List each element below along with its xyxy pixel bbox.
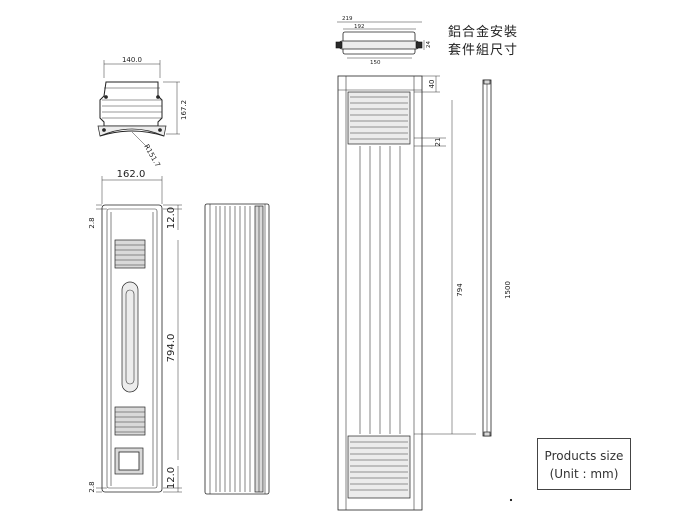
bracket-outer-label: 219 <box>342 16 353 22</box>
column-top-cap-label: 40 <box>428 80 436 89</box>
pole-view: 1500 <box>482 79 512 437</box>
top-view-height-label: 167.2 <box>180 100 188 120</box>
bracket-depth-label: 24 <box>426 41 432 48</box>
products-size-box: Products size (Unit : mm) <box>537 438 631 490</box>
kit-title-line1: 鋁合金安裝 <box>448 24 518 40</box>
kit-title-line2: 套件組尺寸 <box>448 42 518 58</box>
products-size-label: Products size <box>544 449 624 463</box>
top-view: 140.0 167.2 R151.7 <box>97 56 188 169</box>
column-speaker-height-label: 794 <box>456 283 464 297</box>
bracket-base-label: 150 <box>370 60 381 66</box>
top-view-radius-label: R151.7 <box>142 143 161 169</box>
side-view <box>204 203 270 495</box>
top-view-width-label: 140.0 <box>122 56 142 64</box>
front-view-height-label: 794.0 <box>166 334 177 363</box>
column-view: 40 21 794 <box>337 75 476 511</box>
bracket-mid-label: 192 <box>354 24 365 30</box>
unit-label: (Unit : mm) <box>549 467 619 481</box>
front-view-bottom-margin-label: 12.0 <box>166 467 177 489</box>
front-view-bottom-offset-label: 2.8 <box>88 481 96 492</box>
column-gap-label: 21 <box>434 138 442 147</box>
front-view-top-offset-label: 2.8 <box>88 217 96 228</box>
front-view-width-label: 162.0 <box>117 169 146 180</box>
pole-height-label: 1500 <box>504 281 512 299</box>
bracket-top-view: 219 192 140 150 24 <box>335 16 432 66</box>
front-view-top-margin-label: 12.0 <box>166 207 177 229</box>
front-view: 162.0 2.8 2.8 <box>88 169 182 493</box>
